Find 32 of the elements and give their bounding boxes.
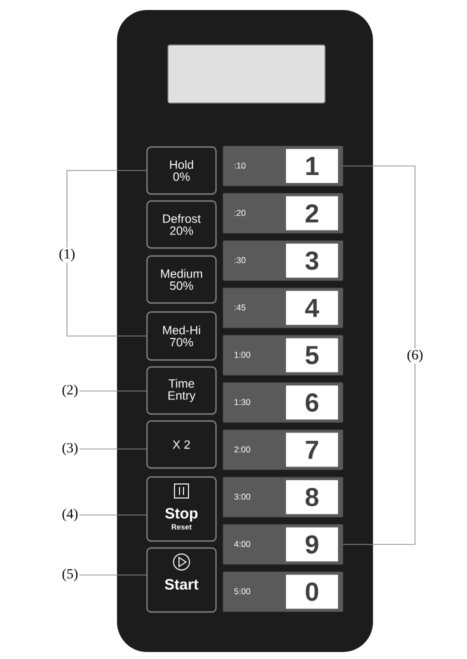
key-button: Time Entry bbox=[146, 366, 217, 415]
number-key: :20 2 bbox=[222, 193, 344, 234]
leader-line bbox=[342, 166, 416, 349]
key-button: Medium 50% bbox=[146, 255, 217, 304]
callout-number: (6) bbox=[407, 350, 423, 362]
callout-number: (3) bbox=[62, 442, 78, 456]
key-button: X 2 bbox=[146, 420, 217, 469]
number-key: 1:00 5 bbox=[222, 335, 344, 376]
callout-number: (4) bbox=[62, 508, 78, 522]
leader-line bbox=[66, 262, 147, 336]
number-key: 1:30 6 bbox=[222, 382, 344, 423]
display-window bbox=[168, 44, 326, 104]
callout-number: (1) bbox=[59, 248, 75, 262]
leader-line bbox=[78, 574, 147, 576]
leader-line bbox=[78, 448, 147, 450]
number-key: :30 3 bbox=[222, 240, 344, 281]
callout-number: (5) bbox=[62, 568, 78, 582]
key-button: Med-Hi 70% bbox=[146, 311, 217, 361]
number-key: :10 1 bbox=[222, 146, 344, 186]
key-button: Defrost 20% bbox=[146, 200, 217, 249]
callout-number: (2) bbox=[62, 384, 78, 398]
key-button: Start bbox=[146, 547, 217, 613]
leader-line bbox=[66, 170, 147, 248]
leader-line bbox=[342, 363, 416, 545]
number-key: 4:00 9 bbox=[222, 524, 344, 565]
number-key: 2:00 7 bbox=[222, 430, 344, 470]
number-key: 5:00 0 bbox=[222, 572, 344, 612]
leader-line bbox=[78, 390, 147, 392]
key-button: Hold 0% bbox=[146, 146, 217, 195]
number-key: 3:00 8 bbox=[222, 476, 344, 518]
leader-line bbox=[78, 514, 147, 516]
number-key: :45 4 bbox=[222, 288, 344, 328]
